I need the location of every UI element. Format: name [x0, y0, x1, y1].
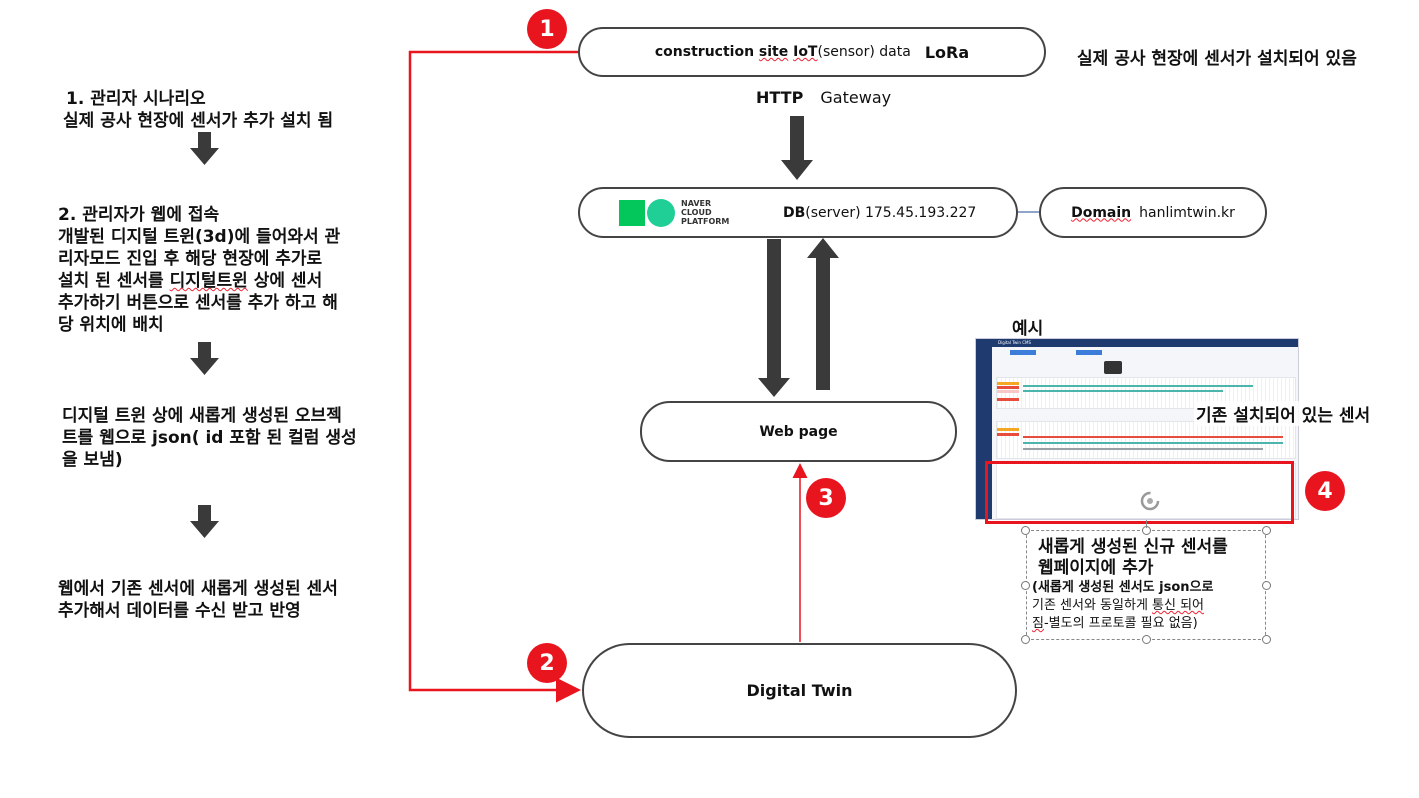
- new-sensor-body-1: (새롭게 생성된 센서도 json으로: [1032, 580, 1214, 595]
- rotate-handle-stem: [1146, 520, 1147, 528]
- iot-label-e: (sensor) data: [817, 44, 911, 60]
- iot-node: construction site IoT(sensor) data LoRa: [578, 27, 1046, 77]
- step-2-line-3b: 디지털트윈: [169, 271, 248, 291]
- badge-2: 2: [527, 643, 567, 683]
- http-label: HTTP: [756, 88, 804, 107]
- new-sensor-highlight-box: [985, 461, 1294, 524]
- resize-handle-mr[interactable]: [1262, 581, 1271, 590]
- db-node: NAVER CLOUD PLATFORM DB(server) 175.45.1…: [578, 187, 1018, 238]
- example-label: 예시: [1012, 319, 1044, 339]
- screenshot-title: Digital Twin CMS: [998, 340, 1031, 345]
- new-sensor-body-2b: 통신 되어: [1152, 598, 1205, 613]
- naver-text-2: CLOUD: [681, 208, 712, 217]
- domain-label-a: Domain: [1071, 204, 1132, 221]
- lora-label: LoRa: [924, 42, 970, 62]
- screenshot-table-bottom: [996, 421, 1296, 459]
- red-link-line: [408, 50, 581, 703]
- step-4-line-1: 웹에서 기존 센서에 새롭게 생성된 센서: [58, 579, 338, 599]
- step-2-title: 2. 관리자가 웹에 접속: [58, 205, 220, 225]
- site-note: 실제 공사 현장에 센서가 설치되어 있음: [1077, 49, 1357, 69]
- step-2-line-2: 리자모드 진입 후 해당 현장에 추가로: [58, 249, 323, 269]
- iot-label: construction site IoT(sensor) data: [655, 44, 911, 60]
- domain-node: Domain hanlimtwin.kr: [1039, 187, 1267, 238]
- screenshot-tab-a: [1010, 350, 1036, 355]
- step-3-line-3: 을 보냄): [62, 450, 123, 470]
- step-2-line-3c: 상에 센서: [247, 271, 323, 291]
- new-sensor-body-2: 기존 센서와 동일하게 통신 되어: [1032, 597, 1266, 615]
- gateway-label: Gateway: [820, 88, 892, 107]
- new-sensor-body-3: 짐-별도의 프로토콜 필요 없음): [1032, 615, 1266, 633]
- step-arrow-3: [190, 505, 219, 538]
- new-sensor-body-3b: -별도의 프로토콜 필요 없음): [1043, 616, 1198, 631]
- db-label-a: DB: [783, 205, 806, 221]
- new-sensor-title-1: 새롭게 생성된 신규 센서를: [1038, 537, 1228, 557]
- step-1-text: 실제 공사 현장에 센서가 추가 설치 됨: [63, 111, 334, 131]
- iot-label-d: IoT: [793, 44, 818, 60]
- naver-text-3: PLATFORM: [681, 217, 730, 226]
- webpage-node: Web page: [640, 401, 957, 462]
- step-2-line-4: 추가하기 버튼으로 센서를 추가 하고 해: [58, 293, 338, 313]
- resize-handle-bl[interactable]: [1021, 635, 1030, 644]
- down-arrow-db-to-web: [758, 239, 790, 397]
- resize-handle-br[interactable]: [1262, 635, 1271, 644]
- step-1-block: 1. 관리자 시나리오 실제 공사 현장에 센서가 추가 설치 됨: [63, 88, 334, 132]
- example-screenshot: Digital Twin CMS: [975, 338, 1299, 520]
- new-sensor-note: 새롭게 생성된 신규 센서를 웹페이지에 추가 (새롭게 생성된 센서도 jso…: [1032, 537, 1266, 633]
- step-2-line-5: 당 위치에 배치: [58, 315, 164, 335]
- new-sensor-title-2: 웹페이지에 추가: [1038, 558, 1154, 578]
- naver-cloud-logo-text: NAVER CLOUD PLATFORM: [681, 199, 729, 226]
- naver-cloud-logo-circle: [647, 199, 675, 227]
- screenshot-device: [1104, 361, 1122, 374]
- resize-handle-tl[interactable]: [1021, 526, 1030, 535]
- up-arrow-web-to-db: [807, 238, 839, 390]
- http-gateway-label: HTTP Gateway: [756, 88, 891, 107]
- refresh-icon: [1140, 491, 1160, 511]
- step-2-line-3a: 설치 된 센서를: [58, 271, 170, 291]
- step-arrow-2: [190, 342, 219, 375]
- new-sensor-body-3a: 짐: [1032, 616, 1044, 631]
- naver-cloud-logo-square: [619, 200, 645, 226]
- resize-handle-tr[interactable]: [1262, 526, 1271, 535]
- webpage-label: Web page: [759, 423, 838, 440]
- naver-text-1: NAVER: [681, 199, 712, 208]
- badge-3: 3: [806, 478, 846, 518]
- step-2-line-3: 설치 된 센서를 디지털트윈 상에 센서: [58, 270, 340, 292]
- resize-handle-ml[interactable]: [1021, 581, 1030, 590]
- domain-label-b: hanlimtwin.kr: [1139, 204, 1235, 221]
- badge-1: 1: [527, 9, 567, 49]
- step-4-block: 웹에서 기존 센서에 새롭게 생성된 센서 추가해서 데이터를 수신 받고 반영: [58, 578, 338, 622]
- iot-label-b: site: [758, 44, 789, 60]
- step-4-line-2: 추가해서 데이터를 수신 받고 반영: [58, 601, 301, 621]
- digital-twin-node: Digital Twin: [582, 643, 1017, 738]
- badge-4: 4: [1305, 471, 1345, 511]
- step-1-title: 1. 관리자 시나리오: [66, 89, 206, 109]
- resize-handle-bm[interactable]: [1142, 635, 1151, 644]
- step-2-block: 2. 관리자가 웹에 접속 개발된 디지털 트윈(3d)에 들어와서 관 리자모…: [58, 204, 340, 336]
- digital-twin-label: Digital Twin: [746, 681, 853, 700]
- step-3-line-2: 트를 웹으로 json( id 포함 된 컬럼 생성: [62, 428, 357, 448]
- step-2-line-1: 개발된 디지털 트윈(3d)에 들어와서 관: [58, 227, 341, 247]
- step-3-line-1: 디지털 트윈 상에 새롭게 생성된 오브젝: [62, 406, 342, 426]
- new-sensor-body-2a: 기존 센서와 동일하게: [1032, 598, 1153, 613]
- screenshot-titlebar: Digital Twin CMS: [976, 339, 1298, 347]
- db-label-b: (server) 175.45.193.227: [805, 205, 977, 221]
- iot-label-a: construction: [654, 44, 759, 60]
- step-3-block: 디지털 트윈 상에 새롭게 생성된 오브젝 트를 웹으로 json( id 포함…: [62, 405, 357, 471]
- db-label: DB(server) 175.45.193.227: [783, 205, 976, 221]
- step-arrow-1: [190, 132, 219, 165]
- down-arrow-gateway: [781, 116, 813, 180]
- screenshot-tab-b: [1076, 350, 1102, 355]
- screenshot-sidebar: [976, 347, 992, 519]
- existing-sensor-label: 기존 설치되어 있는 센서: [1194, 401, 1373, 426]
- screenshot-table-top: [996, 377, 1296, 409]
